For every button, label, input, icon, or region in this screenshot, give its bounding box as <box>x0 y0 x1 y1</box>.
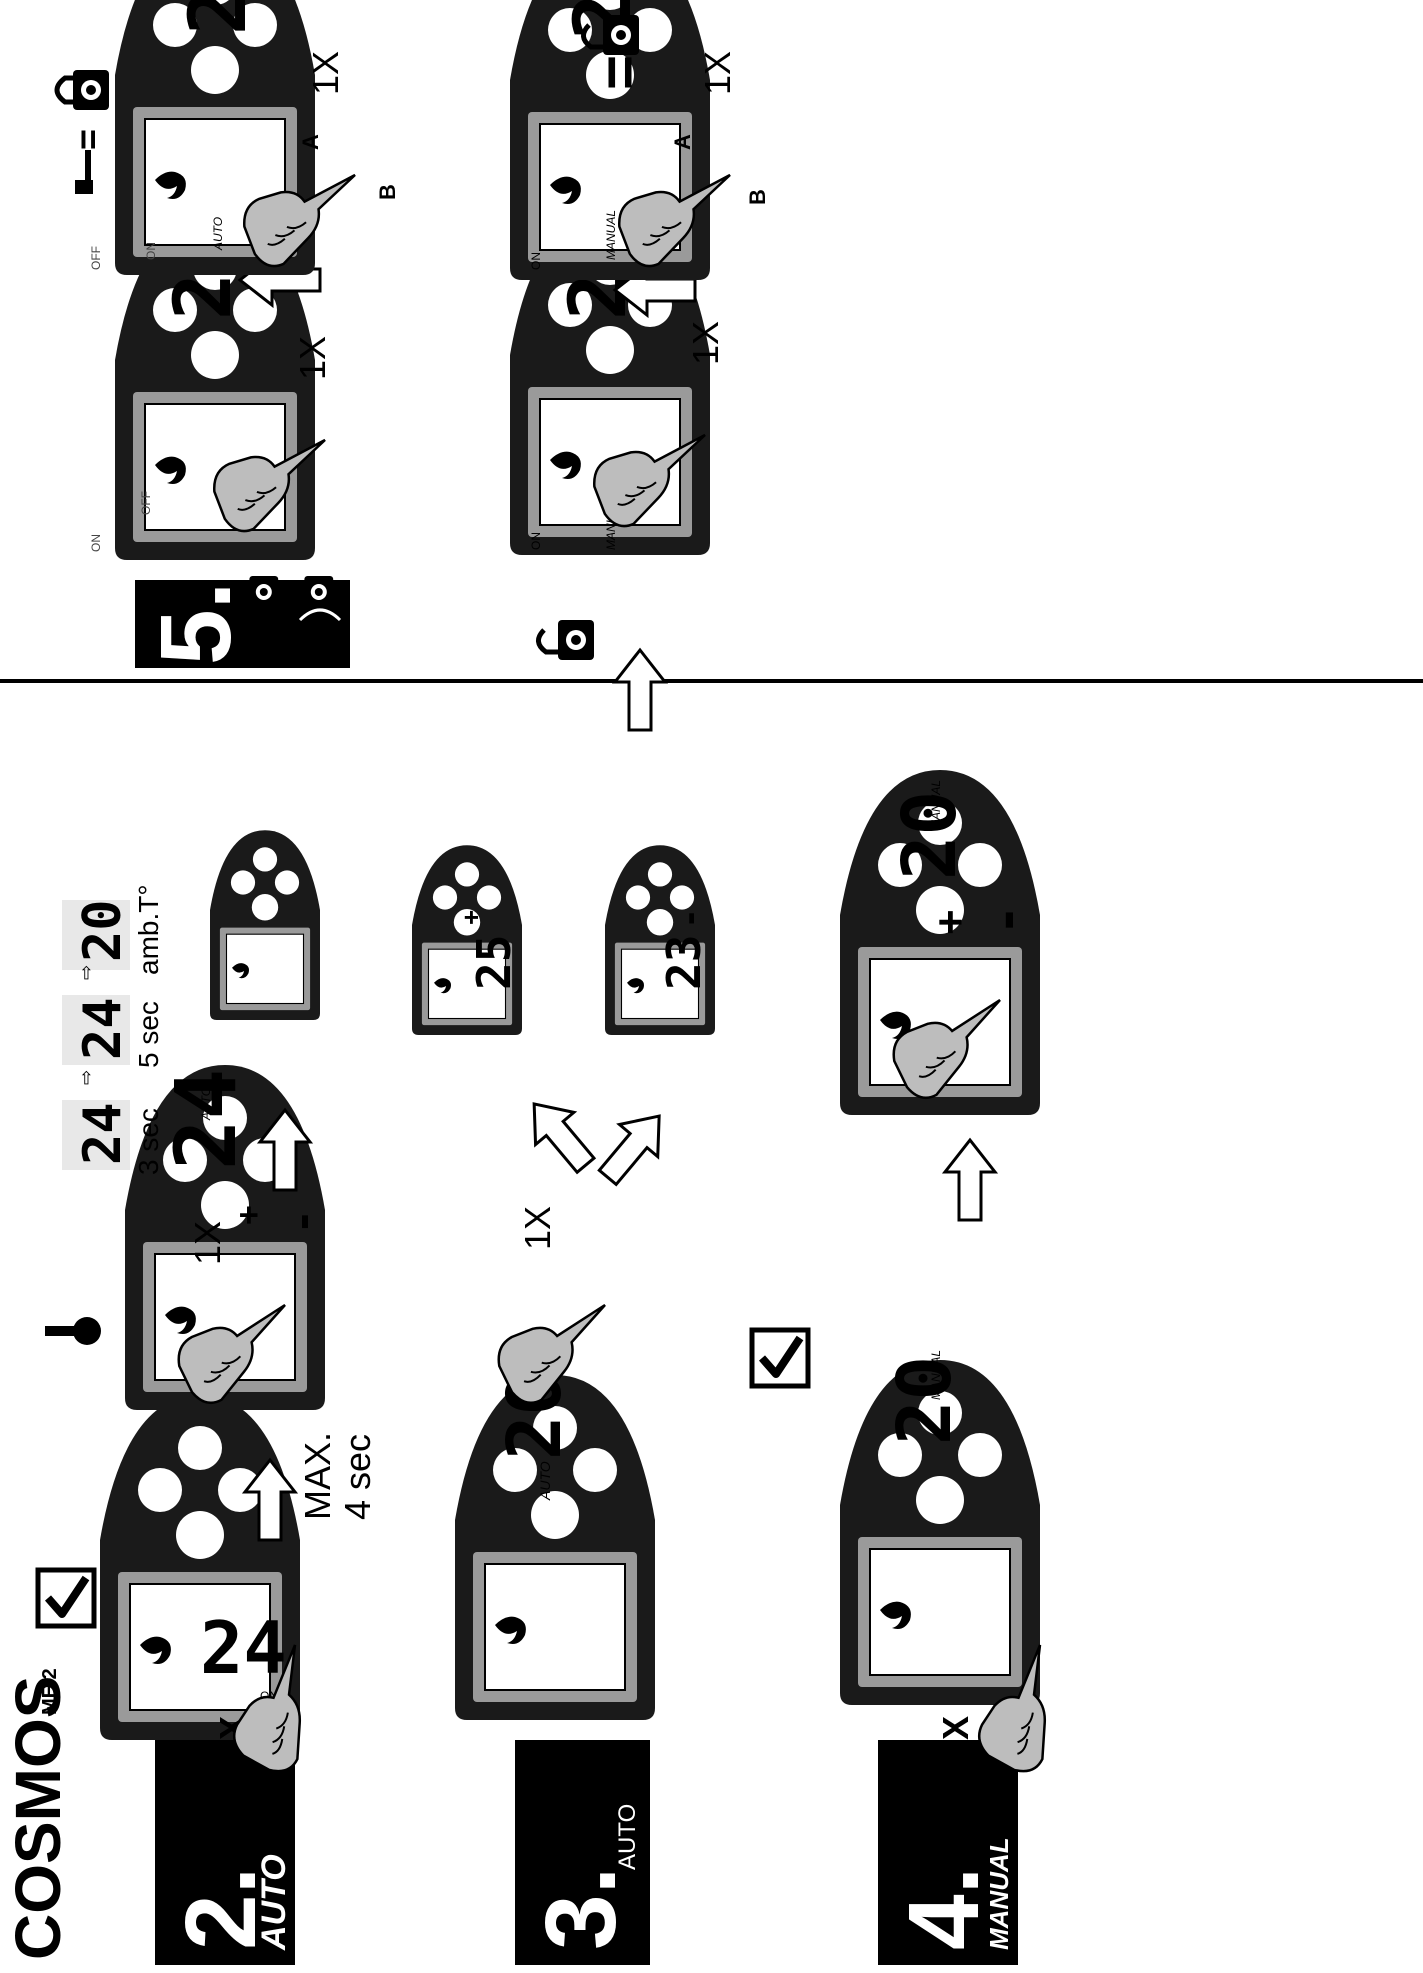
svg-text:24: 24 <box>200 1606 287 1690</box>
svg-text:ON: ON <box>144 242 158 260</box>
svg-text:COSMOS: COSMOS <box>2 1676 74 1960</box>
svg-text:24: 24 <box>73 997 133 1060</box>
svg-text:B: B <box>745 189 770 205</box>
svg-text:20: 20 <box>73 899 133 962</box>
arrow-icon <box>613 648 667 732</box>
step5-1x-label-2: 1X <box>305 51 346 95</box>
svg-text:MANUAL: MANUAL <box>604 210 618 260</box>
plus-label: + <box>230 1205 268 1225</box>
checkbox-check-icon <box>752 1330 808 1386</box>
step-2-badge: 2. AUTO <box>155 1740 295 1965</box>
step3-1x-label: 1X <box>517 1206 558 1250</box>
checkbox-check-icon <box>38 1570 94 1626</box>
arrow-icon <box>587 1098 680 1195</box>
lcd-value-24: 24 <box>157 1069 255 1170</box>
svg-text:2.: 2. <box>165 1867 277 1950</box>
svg-text:+: + <box>926 909 975 935</box>
svg-text:⇨: ⇨ <box>76 1070 96 1085</box>
svg-text:ON: ON <box>529 532 543 550</box>
step4-2x-label: 2X <box>935 1716 976 1760</box>
svg-text:3.: 3. <box>525 1867 637 1950</box>
section-divider <box>0 679 1423 683</box>
lcd-auto-label: AUTO <box>199 1087 213 1121</box>
svg-text:3 sec: 3 sec <box>133 1108 164 1175</box>
svg-text:4.: 4. <box>888 1867 1000 1950</box>
svg-text:5 sec: 5 sec <box>133 1001 164 1068</box>
svg-text:MANUAL: MANUAL <box>984 1837 1014 1950</box>
svg-text:amb.T°: amb.T° <box>133 884 164 975</box>
step5-1x-label-3: 1X <box>685 321 726 365</box>
svg-text:1X: 1X <box>697 51 738 95</box>
arrow-icon <box>943 1138 997 1222</box>
thermostat-step2-a: 24 ON <box>99 1394 301 1741</box>
svg-text:20: 20 <box>882 1356 968 1445</box>
svg-text:MAX.: MAX. <box>297 1432 338 1520</box>
step5-1x-label: 1X <box>292 336 333 380</box>
svg-text:-: - <box>971 910 1038 930</box>
sequence-panel: 24 24 20 3 sec 5 sec amb.T° ⇨ ⇨ <box>62 884 164 1175</box>
padlock-unlocked-icon <box>538 620 594 660</box>
svg-text:AUTO: AUTO <box>255 1854 293 1951</box>
cycle-arrows-icon <box>298 608 342 622</box>
svg-text:A: A <box>670 134 695 150</box>
max-label: MAX. 4 sec <box>297 1432 378 1520</box>
svg-text:AUTO: AUTO <box>614 1804 641 1870</box>
equals-sign: = <box>586 55 653 90</box>
step-4-badge: 4. MANUAL <box>878 1740 1018 1965</box>
svg-text:B: B <box>375 184 400 200</box>
svg-text:-: - <box>667 912 711 925</box>
svg-text:⇨: ⇨ <box>76 965 96 980</box>
svg-text:A: A <box>298 134 323 150</box>
svg-text:4 sec: 4 sec <box>337 1434 378 1520</box>
svg-text:+: + <box>456 910 486 925</box>
svg-text:MANUAL: MANUAL <box>929 780 943 830</box>
thermostat-small <box>209 829 321 1021</box>
svg-text:24: 24 <box>73 1102 133 1165</box>
svg-text:OFF: OFF <box>139 491 153 515</box>
svg-text:25: 25 <box>467 935 521 990</box>
step-5-badge: 5. <box>135 576 350 668</box>
svg-text:ON: ON <box>529 252 543 270</box>
svg-text:23: 23 <box>657 935 711 990</box>
thermometer-icon <box>45 1317 101 1345</box>
svg-text:MANUAL: MANUAL <box>929 1350 943 1400</box>
svg-text:OFF: OFF <box>89 246 103 270</box>
padlock-locked-icon <box>57 70 109 110</box>
svg-text:20: 20 <box>174 0 264 35</box>
svg-text:20: 20 <box>887 791 973 880</box>
key-equals-lock: = <box>67 129 108 194</box>
svg-text:ME 2: ME 2 <box>39 1668 61 1715</box>
arrow-icon <box>513 1086 607 1183</box>
step2-1x-label: 1X <box>187 1221 228 1265</box>
minus-label: - <box>273 1213 329 1230</box>
lcd-auto-label: AUTO <box>537 1461 553 1501</box>
brand-logo: COSMOS ME 2 <box>2 1668 74 1960</box>
svg-text:AUTO: AUTO <box>211 217 225 251</box>
svg-text:=: = <box>67 129 108 150</box>
step-3-badge: 3. AUTO <box>515 1740 650 1965</box>
svg-text:ON: ON <box>89 534 103 552</box>
